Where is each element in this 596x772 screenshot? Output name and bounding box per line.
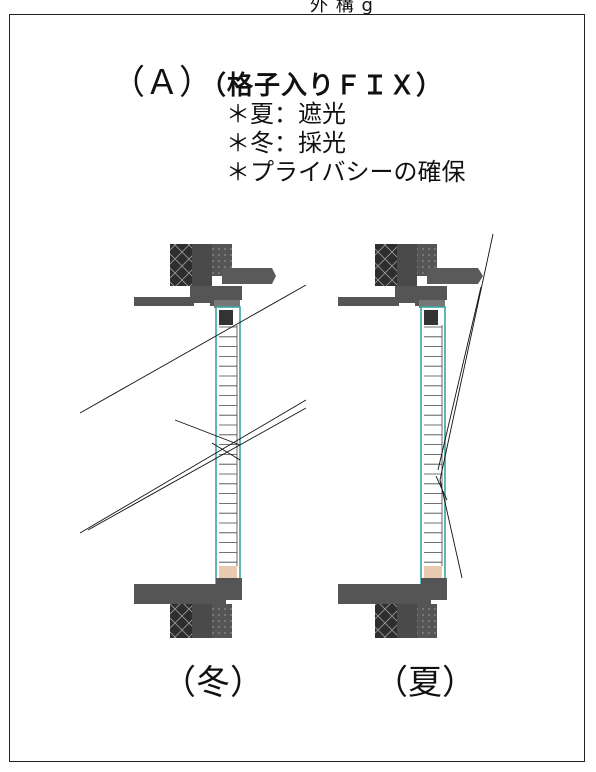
- head-stop: [419, 300, 445, 308]
- note-winter: ＊冬：採光: [226, 129, 346, 157]
- diagram-title: （Ａ）（格子入りＦＩＸ）: [111, 55, 443, 104]
- insulation-upper: [375, 244, 397, 286]
- louver-grid: [424, 325, 443, 566]
- note-summer: ＊夏：遮光: [226, 100, 346, 128]
- top-block: [424, 310, 438, 325]
- title-sub: （格子入りＦＩＸ）: [213, 71, 444, 101]
- wall-upper: [397, 244, 417, 286]
- diagram-frame: [9, 14, 585, 762]
- wall-upper: [192, 244, 212, 286]
- sill-frame: [338, 578, 447, 604]
- header-fragment: 外 構 g: [310, 0, 374, 16]
- finish-lower: [417, 604, 437, 638]
- insulation-lower: [375, 604, 397, 638]
- section-winter: [79, 244, 307, 638]
- finish-lower: [212, 604, 232, 638]
- window-frame: [215, 306, 241, 586]
- wall-lower: [397, 604, 417, 638]
- insulation-lower: [170, 604, 192, 638]
- note-privacy: ＊プライバシーの確保: [226, 158, 466, 186]
- window-frame: [420, 306, 446, 586]
- sun-rays-summer: [435, 233, 494, 579]
- insulation-upper: [170, 244, 192, 286]
- head-stop: [214, 300, 240, 308]
- section-summer: [338, 233, 494, 638]
- sill-frame: [134, 578, 242, 604]
- head-flashing: [222, 268, 276, 284]
- top-block: [219, 310, 233, 325]
- sun-rays-winter: [79, 284, 307, 534]
- caption-winter: （冬）: [162, 663, 264, 703]
- wall-lower: [192, 604, 212, 638]
- caption-summer: （夏）: [374, 663, 476, 703]
- louver-grid: [219, 325, 238, 566]
- title-main: （Ａ）: [111, 63, 213, 103]
- head-flashing: [427, 268, 483, 284]
